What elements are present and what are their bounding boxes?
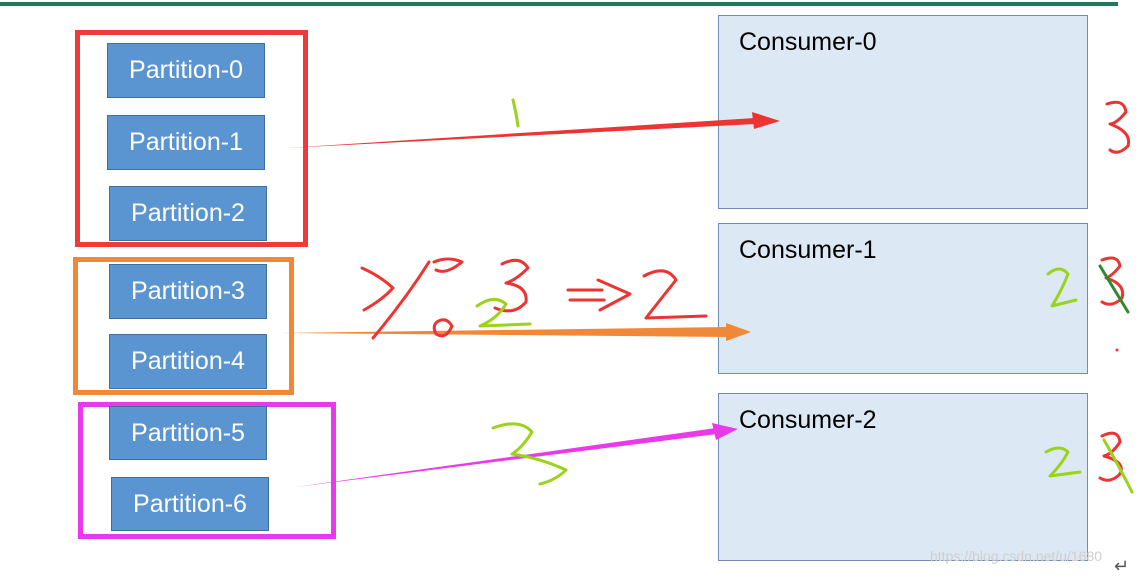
partition-group-orange: [73, 257, 294, 395]
consumer-2: Consumer-2: [718, 393, 1088, 561]
return-symbol: ↵: [1114, 556, 1130, 576]
top-rule: [0, 2, 1118, 6]
arrow-magenta-head: [712, 423, 738, 440]
strike-through-c2: [1102, 438, 1134, 494]
dot-mark: [1115, 348, 1119, 352]
handwritten-three-red-top: [1105, 100, 1131, 154]
handwritten-one: [511, 98, 520, 128]
handwritten-two-green-c1: [1046, 267, 1078, 308]
partition-1: Partition-1: [107, 115, 265, 170]
arrow-orange-shaft: [280, 327, 728, 337]
handwritten-two-green-c2: [1044, 446, 1082, 478]
arrow-magenta-shaft: [296, 428, 717, 487]
consumer-2-label: Consumer-2: [739, 406, 877, 434]
consumer-0: Consumer-0: [718, 15, 1088, 209]
consumer-1: Consumer-1: [718, 223, 1088, 374]
partition-3: Partition-3: [109, 264, 267, 319]
partition-group-magenta: [78, 402, 336, 539]
strike-through-c1: [1098, 264, 1130, 314]
arrow-red-head: [752, 112, 780, 129]
handwritten-two-green-middle: [475, 298, 532, 328]
partition-6: Partition-6: [111, 477, 269, 531]
consumer-0-label: Consumer-0: [739, 28, 877, 56]
handwritten-three-green: [491, 422, 568, 486]
handwritten-calculation: [360, 257, 708, 340]
handwritten-three-red-c2: [1098, 431, 1123, 482]
arrow-red-shaft: [286, 118, 756, 148]
partition-5: Partition-5: [109, 406, 267, 460]
watermark-url: https://blog.csdn.net/u/1680: [930, 548, 1103, 564]
partition-group-red: [75, 30, 308, 247]
partition-0: Partition-0: [107, 43, 265, 98]
partition-2: Partition-2: [109, 186, 267, 241]
partition-4: Partition-4: [109, 334, 267, 389]
arrow-orange-head: [726, 323, 751, 341]
consumer-1-label: Consumer-1: [739, 236, 877, 264]
